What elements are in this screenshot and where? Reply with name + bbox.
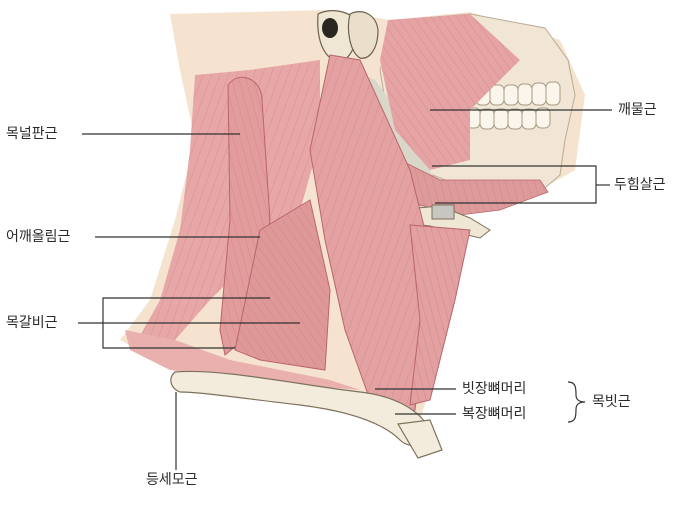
clavicle-bone bbox=[170, 370, 431, 447]
label-trapezius: 등세모근 bbox=[146, 472, 198, 488]
leader-lines bbox=[78, 109, 612, 470]
label-digastric: 두힘살근 bbox=[614, 177, 666, 193]
label-splenius: 목널판근 bbox=[6, 126, 58, 142]
label-masseter: 깨물근 bbox=[618, 102, 657, 118]
scm-brace bbox=[567, 381, 586, 423]
sternum-end bbox=[397, 419, 443, 459]
label-levator-scapulae: 어깨올림근 bbox=[6, 229, 71, 245]
label-scalenes: 목갈비근 bbox=[6, 315, 58, 331]
label-sternocleidomastoid: 목빗근 bbox=[592, 394, 631, 410]
styloid-process bbox=[347, 11, 379, 59]
label-clavicular-head: 복장뼈머리 bbox=[462, 406, 527, 422]
label-sternal-head: 빗장뼈머리 bbox=[462, 381, 527, 397]
trapezius-muscle bbox=[125, 330, 360, 390]
